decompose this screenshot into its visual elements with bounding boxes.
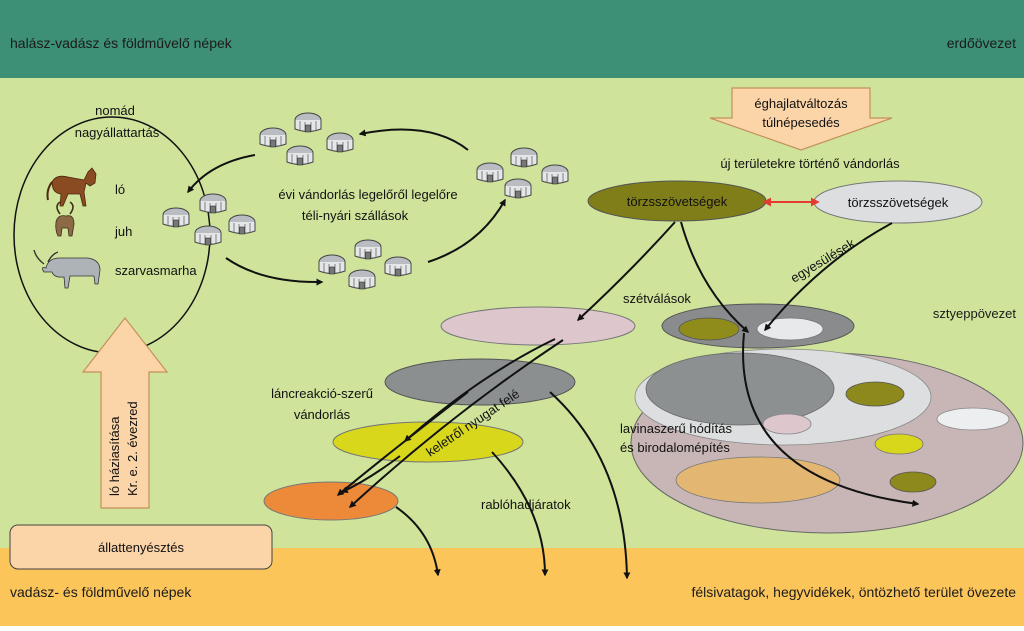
migration-arrow-left: [187, 154, 256, 194]
chain-migration-line1: láncreakció-szerű: [271, 386, 373, 401]
empire-inner-pink: [762, 413, 812, 435]
arrow-tribes-to-splinter: [576, 221, 676, 321]
migration-arrow-right: [427, 198, 506, 263]
sheep-icon: [55, 201, 75, 237]
merged-group-olive: [678, 317, 740, 341]
climate-label-line2: túlnépesedés: [762, 115, 840, 130]
migration-arrow-top: [358, 128, 469, 151]
empire-inner-yellow: [874, 433, 924, 455]
arrow-yellow-to-orange: [340, 455, 401, 493]
cattle-icon: [33, 249, 101, 289]
migration-label-line2: téli-nyári szállások: [302, 208, 409, 223]
horse-icon: [46, 167, 97, 207]
arrow-tribes-to-merged: [680, 221, 750, 333]
nomad-title-line2: nagyállattartás: [75, 125, 160, 140]
zone-label-top-left: halász-vadász és földművelő népek: [10, 35, 233, 51]
cattle-label: szarvasmarha: [115, 263, 197, 278]
horse-label: ló: [115, 182, 125, 197]
arrow-union-to-merged: [764, 222, 893, 332]
animal-husbandry-label: állattenyésztés: [98, 540, 184, 555]
splinter-pink-ellipse: [440, 306, 636, 346]
zone-label-top-right: erdőövezet: [947, 35, 1016, 51]
zone-label-bottom-right: félsivatagok, hegyvidékek, öntözhető ter…: [691, 584, 1016, 600]
empire-inner-tan: [675, 456, 841, 504]
domestication-arrow: [81, 317, 169, 509]
empire-inner-olive-small: [889, 471, 937, 493]
empire-inner-olive: [845, 381, 905, 407]
climate-label-line1: éghajlatváltozás: [754, 96, 848, 111]
empire-inner-light: [936, 407, 1010, 431]
zone-label-bottom-left: vadász- és földművelő népek: [10, 584, 192, 600]
empire-inner-grey: [645, 352, 835, 426]
forest-zone: [0, 0, 1024, 78]
zone-label-steppe: sztyeppövezet: [933, 306, 1016, 321]
arrow-orange-to-south: [395, 506, 441, 577]
arrow-yellow-to-south: [491, 451, 549, 577]
climate-change-arrow: [709, 87, 893, 151]
domestication-label-line1: ló háziasítása: [107, 416, 122, 496]
splits-label: szétválások: [623, 291, 691, 306]
chain-migration-line2: vándorlás: [294, 407, 351, 422]
tribal-confederation-left-label: törzsszövetségek: [627, 194, 728, 209]
raids-label: rablóhadjáratok: [481, 497, 571, 512]
domestication-label-line2: Kr. e. 2. évezred: [125, 401, 140, 496]
merged-group-white: [756, 317, 824, 341]
arrow-grey-to-orange: [336, 391, 469, 496]
animal-husbandry-box: [9, 524, 273, 570]
avalanche-label-line1: lavinaszerű hódítás: [620, 421, 733, 436]
tribal-confederation-right-label: törzsszövetségek: [848, 195, 949, 210]
arrow-pink-to-orange: [348, 339, 564, 508]
splinter-orange-ellipse: [263, 481, 399, 521]
sheep-label: juh: [114, 224, 132, 239]
migration-label-line1: évi vándorlás legelőről legelőre: [278, 187, 457, 202]
nomad-title-line1: nomád: [95, 103, 135, 118]
new-lands-label: új területekre történő vándorlás: [720, 156, 900, 171]
arrow-grey-to-south: [549, 391, 631, 580]
migration-arrow-bottom: [225, 257, 324, 286]
arrow-merged-to-empire: [742, 332, 920, 507]
avalanche-label-line2: és birodalomépítés: [620, 440, 730, 455]
